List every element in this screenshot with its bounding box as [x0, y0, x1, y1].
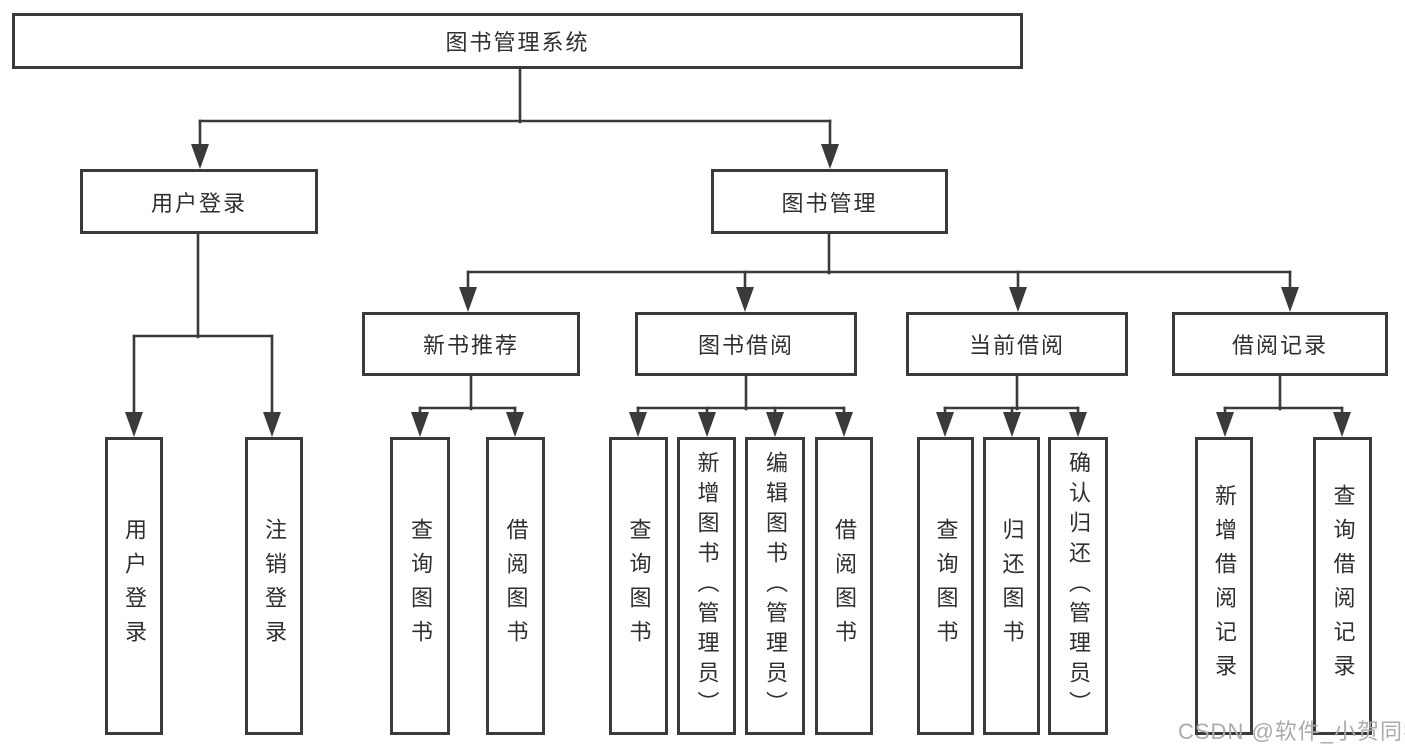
leaf-user-login: 用户登录 — [105, 437, 163, 735]
leaf-edit-book-admin: 编辑图书（管理员） — [745, 437, 805, 735]
node-current-borrowing: 当前借阅 — [906, 312, 1128, 376]
leaf-query-books-recommend: 查询图书 — [390, 437, 450, 735]
leaf-add-book-admin: 新增图书（管理员） — [677, 437, 736, 735]
csdn-watermark: CSDN @软件_小贺同学 — [1178, 719, 1405, 744]
leaf-confirm-return-admin: 确认归还（管理员） — [1048, 437, 1108, 735]
node-book-borrowing: 图书借阅 — [635, 312, 857, 376]
leaf-query-borrow-record: 查询借阅记录 — [1313, 437, 1372, 735]
leaf-add-borrow-record: 新增借阅记录 — [1195, 437, 1253, 735]
node-borrowing-records: 借阅记录 — [1172, 312, 1388, 376]
node-new-book-recommend: 新书推荐 — [362, 312, 580, 376]
node-user-login: 用户登录 — [80, 169, 318, 234]
leaf-return-book: 归还图书 — [983, 437, 1040, 735]
leaf-borrow-books: 借阅图书 — [815, 437, 873, 735]
leaf-logout: 注销登录 — [245, 437, 303, 735]
leaf-query-books-current: 查询图书 — [917, 437, 974, 735]
node-library-management-system: 图书管理系统 — [12, 13, 1023, 69]
leaf-borrow-books-recommend: 借阅图书 — [486, 437, 545, 735]
node-book-management: 图书管理 — [711, 169, 948, 234]
leaf-query-books-borrowing: 查询图书 — [609, 437, 668, 735]
